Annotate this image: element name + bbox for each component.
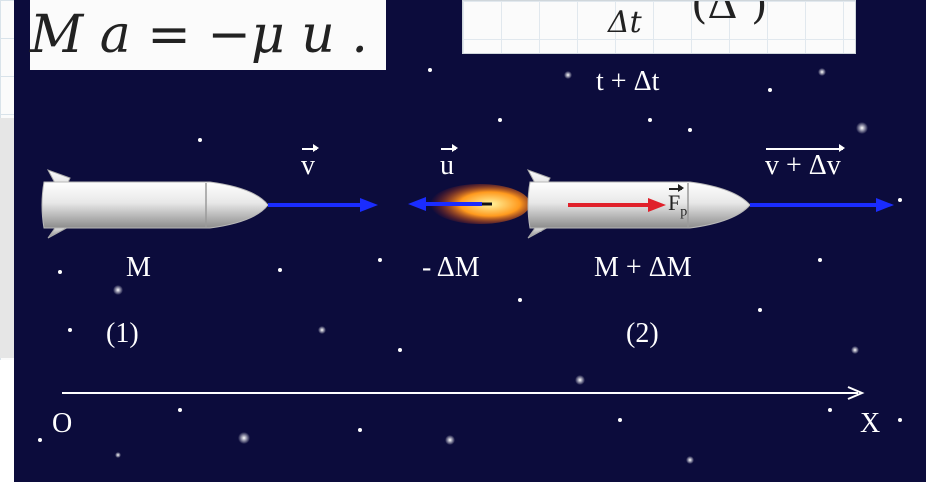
formula-box: Δt (Δ )	[462, 0, 856, 54]
state-1-label: (1)	[106, 318, 139, 349]
axis-x-label: X	[860, 408, 881, 439]
space-panel	[14, 0, 926, 482]
momentum-equation-text: M a = −μ u .	[30, 5, 368, 65]
thrust-subscript: p	[680, 204, 688, 220]
state-2-label: (2)	[626, 318, 659, 349]
final-velocity-label-text: v + Δv	[765, 144, 845, 181]
velocity-label-text: v	[301, 144, 319, 181]
thrust-label: Fp	[668, 184, 688, 220]
final-velocity-label: v + Δv	[765, 144, 845, 182]
velocity-arrow-v-dv	[750, 198, 894, 212]
partial-expression: (Δ )	[691, 0, 768, 28]
velocity-arrow-v	[268, 198, 378, 212]
fraction-denominator: Δt	[608, 5, 642, 40]
mass-initial-label: M	[126, 252, 151, 283]
exhaust-flame	[408, 184, 530, 224]
velocity-label: v	[301, 144, 319, 182]
left-border-strip	[0, 118, 14, 358]
stars	[38, 68, 902, 464]
thrust-arrow-fp	[568, 198, 666, 212]
momentum-equation: M a = −μ u .	[30, 0, 386, 70]
time-label: t + Δt	[596, 66, 660, 97]
rocket-1	[41, 169, 269, 239]
exhaust-velocity-label: u	[440, 144, 458, 182]
axis-origin-label: O	[52, 408, 73, 439]
thrust-label-text: F	[668, 184, 685, 215]
exhaust-velocity-label-text: u	[440, 144, 458, 181]
mass-final-label: M + ΔM	[594, 252, 692, 283]
x-axis	[62, 386, 865, 400]
mass-ejected-label: - ΔM	[422, 252, 480, 283]
